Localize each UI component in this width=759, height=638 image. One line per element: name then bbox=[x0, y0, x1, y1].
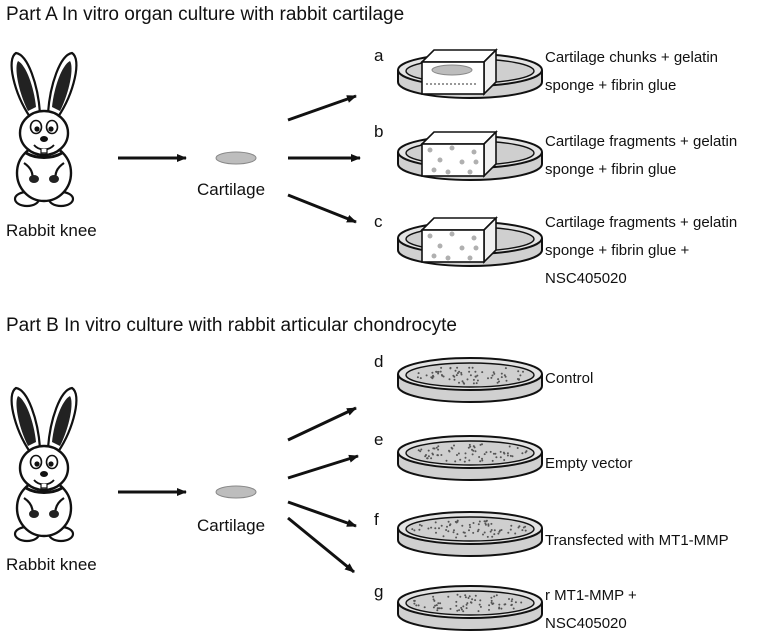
item-e-letter: e bbox=[374, 430, 384, 449]
part-a-rabbit-icon bbox=[10, 51, 78, 208]
item-c-description: Cartilage fragments + gelatin sponge + f… bbox=[545, 209, 737, 293]
part-b-cartilage-label: Cartilage bbox=[197, 516, 266, 535]
part-b-rabbit-label: Rabbit knee bbox=[6, 555, 97, 574]
dish-g-culture-dish-icon bbox=[397, 585, 543, 631]
item-f-letter: f bbox=[374, 510, 379, 529]
item-g-line-2: NSC405020 bbox=[545, 615, 627, 632]
item-g-letter: g bbox=[374, 582, 384, 601]
part-a-title: Part A In vitro organ culture with rabbi… bbox=[6, 4, 405, 25]
item-b-description: Cartilage fragments + gelatin sponge + f… bbox=[545, 128, 737, 184]
item-b-letter: b bbox=[374, 122, 384, 141]
dish-b-culture-dish-icon bbox=[397, 131, 543, 181]
item-c-line-1: Cartilage fragments + gelatin bbox=[545, 214, 738, 231]
part-b-arrow-to-d bbox=[287, 406, 357, 442]
part-a-rabbit-label: Rabbit knee bbox=[6, 221, 97, 240]
item-d-line-1: Control bbox=[545, 370, 594, 387]
dish-f-culture-dish-icon bbox=[397, 511, 543, 557]
part-b-cartilage-disc-icon bbox=[215, 485, 257, 499]
item-f-description: Transfected with MT1-MMP bbox=[545, 527, 729, 555]
part-a-cartilage-disc-icon bbox=[215, 151, 257, 165]
item-c-line-3: NSC405020 bbox=[545, 270, 627, 287]
part-b-arrow-to-g bbox=[287, 516, 355, 574]
item-c-line-2: sponge + fibrin glue + bbox=[545, 242, 690, 259]
item-c-letter: c bbox=[374, 212, 383, 231]
item-e-line-1: Empty vector bbox=[545, 455, 633, 472]
item-a-letter: a bbox=[374, 46, 384, 65]
item-a-line-1: Cartilage chunks + gelatin bbox=[545, 49, 719, 66]
part-a-arrow-to-c bbox=[287, 193, 357, 224]
part-a-arrow-to-a bbox=[287, 94, 357, 122]
part-b-rabbit-icon bbox=[10, 386, 78, 543]
part-b-title: Part B In vitro culture with rabbit arti… bbox=[6, 315, 457, 336]
item-g-line-1: r MT1-MMP + bbox=[545, 587, 637, 604]
item-b-line-1: Cartilage fragments + gelatin bbox=[545, 133, 738, 150]
dish-d-culture-dish-icon bbox=[397, 357, 543, 403]
part-b-arrow-to-e bbox=[287, 454, 359, 480]
dish-c-culture-dish-icon bbox=[397, 217, 543, 267]
item-g-description: r MT1-MMP + NSC405020 bbox=[545, 582, 637, 638]
item-a-description: Cartilage chunks + gelatin sponge + fibr… bbox=[545, 44, 718, 100]
part-b-arrow-to-f bbox=[287, 500, 357, 528]
part-a-cartilage-label: Cartilage bbox=[197, 180, 266, 199]
item-a-line-2: sponge + fibrin glue bbox=[545, 77, 677, 94]
dish-e-culture-dish-icon bbox=[397, 435, 543, 481]
item-d-letter: d bbox=[374, 352, 384, 371]
dish-a-culture-dish-icon bbox=[397, 49, 543, 99]
item-b-line-2: sponge + fibrin glue bbox=[545, 161, 677, 178]
item-f-line-1: Transfected with MT1-MMP bbox=[545, 532, 729, 549]
item-d-description: Control bbox=[545, 365, 593, 393]
item-e-description: Empty vector bbox=[545, 450, 633, 478]
